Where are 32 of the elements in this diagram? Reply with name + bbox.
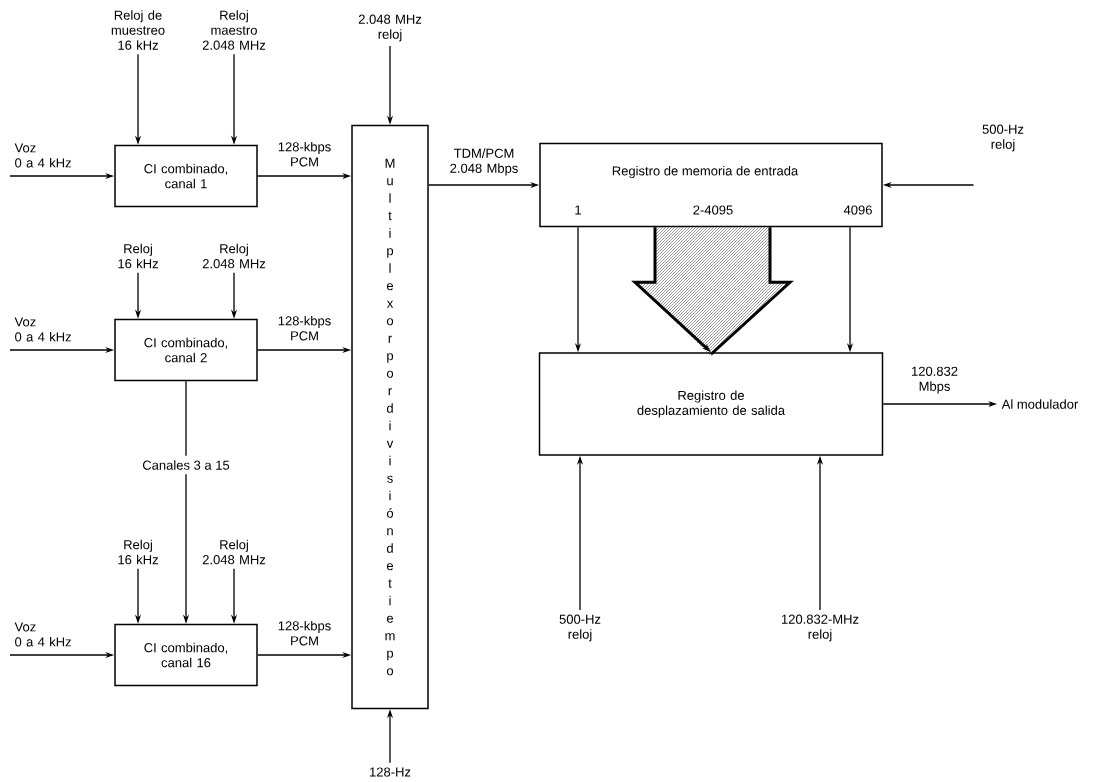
clock-label: 128-Hz	[370, 767, 411, 777]
chip-box: CI combinado, canal 16	[114, 623, 258, 687]
port-label: 4096	[843, 205, 872, 215]
multiplexer-box: Multiplexor por división de tiempo	[351, 124, 429, 710]
clock-label: 500-Hz reloj	[982, 124, 1024, 152]
chip-box: CI combinado, canal 2	[114, 318, 258, 382]
register-box: Registro de desplazamiento de salida	[538, 352, 884, 456]
edge-label: Voz 0 a 4 kHz	[14, 317, 71, 342]
edge-label: Voz 0 a 4 kHz	[14, 622, 71, 647]
edge-label: 120.832 Mbps	[912, 366, 958, 394]
block-arrow	[631, 227, 794, 356]
edge-label: TDM/PCM 2.048 Mbps	[450, 148, 518, 176]
port-label: 2-4095	[693, 205, 733, 215]
edge-label: 128-kbps PCM	[278, 141, 331, 167]
clock-label: Reloj 2.048 MHz	[202, 539, 266, 565]
edge-label: 128-kbps PCM	[278, 315, 331, 341]
clock-label: 500-Hz reloj	[559, 614, 601, 642]
port-label: 1	[575, 205, 581, 215]
chip-box: CI combinado, canal 1	[114, 144, 258, 208]
connector-line	[185, 380, 187, 457]
channel-label: Canales 3 a 15	[142, 460, 230, 470]
clock-label: Reloj 16 kHz	[118, 539, 158, 565]
output-label: Al modulador	[1001, 399, 1079, 409]
clock-label: 2.048 MHz reloj	[358, 14, 422, 42]
clock-label: Reloj 2.048 MHz	[202, 243, 266, 269]
edge-label: 128-kbps PCM	[278, 620, 331, 646]
register-title: Registro de memoria de entrada	[612, 165, 799, 179]
edge-label: Voz 0 a 4 kHz	[14, 143, 71, 168]
clock-label: Reloj 16 kHz	[118, 243, 158, 269]
clock-label: Reloj de muestreo 16 kHz	[111, 10, 165, 50]
clock-label: 120.832-MHz reloj	[781, 614, 859, 642]
clock-label: Reloj maestro 2.048 MHz	[202, 10, 266, 50]
